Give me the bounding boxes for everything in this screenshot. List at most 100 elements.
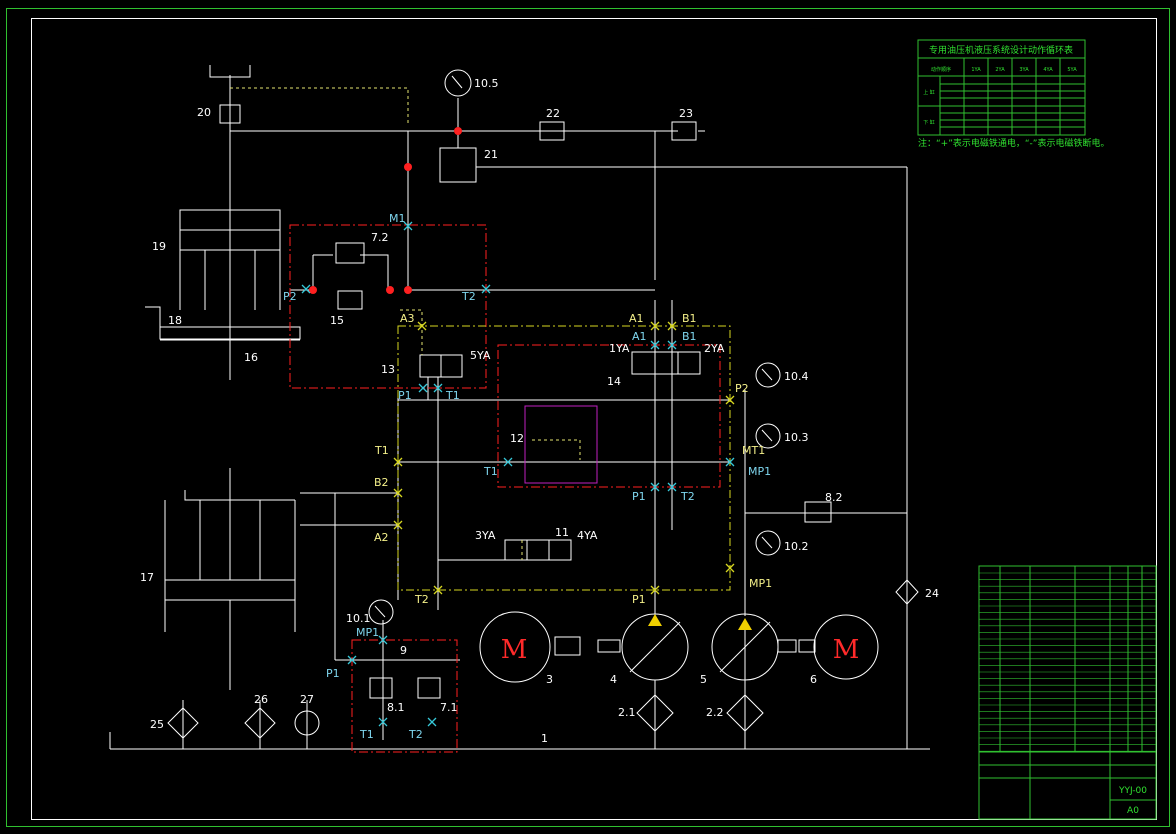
label-16: 16 (244, 351, 258, 364)
solenoid-3ya: 3YA (475, 529, 496, 542)
valve-block-red-left (289, 224, 487, 389)
label-10-4: 10.4 (784, 370, 809, 383)
table-group-lower: 下 缸 (923, 119, 935, 126)
label-7-1: 7.1 (440, 701, 458, 714)
solenoid-5ya: 5YA (470, 349, 491, 362)
port-marker (393, 488, 403, 498)
outer-frame (6, 8, 1170, 827)
pump-4-arrow (648, 614, 662, 626)
label-26: 26 (254, 693, 268, 706)
port-marker (378, 717, 388, 727)
port-a3: A3 (400, 312, 415, 325)
label-10-3: 10.3 (784, 431, 809, 444)
filters (167, 579, 919, 739)
port-b1-cyan: B1 (682, 330, 697, 343)
port-marker (667, 482, 677, 492)
valve-block-red-right (497, 344, 721, 488)
port-marker (347, 655, 357, 665)
solenoid-1ya: 1YA (609, 342, 630, 355)
port-t1-bottom-left: T1 (359, 728, 374, 741)
label-27: 27 (300, 693, 314, 706)
motor-6-symbol: M (833, 635, 860, 665)
label-4: 4 (610, 673, 617, 686)
label-9: 9 (400, 644, 407, 657)
port-p2-right: P2 (735, 382, 749, 395)
port-marker (301, 284, 311, 294)
port-t2-bottom: T2 (414, 593, 429, 606)
junction-dots (309, 127, 462, 294)
label-23: 23 (679, 107, 693, 120)
label-10-1: 10.1 (346, 612, 371, 625)
port-t2-center: T2 (680, 490, 695, 503)
port-marker (433, 383, 443, 393)
port-marker (650, 585, 660, 595)
port-marker (725, 563, 735, 573)
valve-block-magenta (524, 405, 598, 484)
drawing-scale: A0 (1127, 806, 1139, 816)
label-8-2: 8.2 (825, 491, 843, 504)
action-cycle-table: 专用油压机液压系统设计动作循环表 动作顺序 1YA 2YA 3YA 4YA 5Y… (917, 39, 1086, 136)
port-marker (725, 395, 735, 405)
table-header-4: 4YA (1043, 67, 1053, 73)
table-header-0: 动作顺序 (931, 66, 951, 73)
port-m1: M1 (389, 212, 406, 225)
label-13: 13 (381, 363, 395, 376)
port-p1-bottom: P1 (632, 593, 646, 606)
label-24: 24 (925, 587, 939, 600)
port-marker (667, 321, 677, 331)
port-marker (481, 284, 491, 294)
label-17: 17 (140, 571, 154, 584)
pressure-gauges (294, 69, 781, 736)
label-11: 11 (555, 526, 569, 539)
label-18: 18 (168, 314, 182, 327)
pilot-lines (230, 87, 581, 560)
valve-block-red-bottom (351, 639, 458, 753)
port-t2-bottom-left: T2 (408, 728, 423, 741)
port-p2-upper: P2 (283, 290, 297, 303)
port-mp1-bottom: MP1 (749, 577, 772, 590)
table-title: 专用油压机液压系统设计动作循环表 (929, 44, 1073, 56)
port-marker (393, 520, 403, 530)
piping (109, 65, 930, 750)
port-p1-13: P1 (398, 389, 412, 402)
label-5: 5 (700, 673, 707, 686)
label-10-2: 10.2 (784, 540, 809, 553)
pump-5-arrow (738, 618, 752, 630)
inner-frame (31, 18, 1157, 820)
label-25: 25 (150, 718, 164, 731)
label-2-1: 2.1 (618, 706, 636, 719)
label-6: 6 (810, 673, 817, 686)
small-valves (219, 104, 697, 141)
port-markers (301, 221, 735, 727)
table-group-upper: 上 缸 (923, 89, 935, 96)
label-7-2: 7.2 (371, 231, 389, 244)
port-a1-yellow: A1 (629, 312, 644, 325)
label-15: 15 (330, 314, 344, 327)
port-marker (378, 635, 388, 645)
port-mp1-left: MP1 (356, 626, 379, 639)
drawing-number: YYJ-00 (1118, 786, 1147, 796)
port-t1-left: T1 (374, 444, 389, 457)
solenoid-2ya: 2YA (704, 342, 725, 355)
port-b2: B2 (374, 476, 389, 489)
label-10-5: 10.5 (474, 77, 499, 90)
port-b1-yellow: B1 (682, 312, 697, 325)
port-marker (427, 717, 437, 727)
port-marker (650, 340, 660, 350)
table-header-2: 2YA (995, 67, 1005, 73)
port-marker (503, 457, 513, 467)
port-marker (650, 321, 660, 331)
table-header-1: 1YA (971, 67, 981, 73)
label-3: 3 (546, 673, 553, 686)
label-12: 12 (510, 432, 524, 445)
port-marker (650, 482, 660, 492)
label-20: 20 (197, 106, 211, 119)
port-marker (418, 383, 428, 393)
label-22: 22 (546, 107, 560, 120)
port-a2: A2 (374, 531, 389, 544)
port-marker (417, 321, 427, 331)
label-2-2: 2.2 (706, 706, 724, 719)
parts-list-rows (979, 572, 1156, 752)
table-header-3: 3YA (1019, 67, 1029, 73)
